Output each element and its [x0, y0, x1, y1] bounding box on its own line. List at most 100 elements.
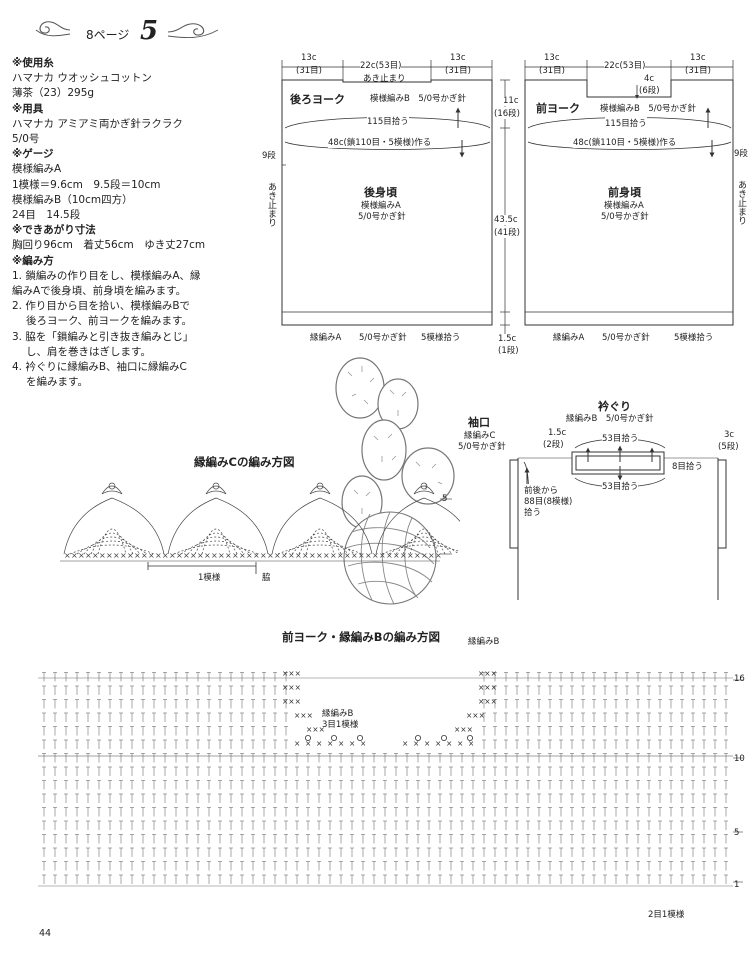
chart-c-stitch: × — [267, 551, 274, 560]
chart-c-shell — [101, 485, 123, 495]
instruction-line: ハマナカ アミアミ両かぎ針ラクラク — [12, 117, 183, 130]
front-pick: 115目拾う — [605, 117, 647, 129]
instruction-line: ハマナカ ウオッシュコットン — [12, 72, 152, 85]
chart-c-stitch: × — [239, 551, 246, 560]
sleeve-pick-3: 拾う — [524, 506, 542, 518]
edge-height-sub: (1段) — [498, 344, 519, 356]
back-dim-right: 13c — [450, 53, 466, 63]
front-neck-depth: 4c — [644, 74, 655, 84]
page-number: 44 — [39, 928, 52, 939]
chart-c-stitch: × — [274, 551, 281, 560]
chart-b-repeat-2: 3目1模様 — [322, 720, 359, 730]
chart-c-stitch: × — [155, 551, 162, 560]
collar-title: 衿ぐり — [598, 400, 631, 413]
chart-c-stitch: × — [134, 551, 141, 560]
pattern-number: 5 — [140, 16, 159, 46]
back-edge-pick: 5模様拾う — [421, 333, 461, 343]
chart-c-stitch: × — [148, 551, 155, 560]
chart-c-arc — [167, 497, 217, 555]
instruction-line: 3. 脇を「鎖編みと引き抜き編みとじ」 — [12, 330, 194, 343]
chart-b-row-16: 16 — [734, 674, 745, 684]
collar-height-sub: (2段) — [543, 440, 564, 450]
chart-b-neck-stitch: × — [327, 739, 333, 748]
front-yoke-pattern: 模様編みB 5/0号かぎ針 — [600, 104, 697, 114]
chart-c-stitch: × — [330, 551, 337, 560]
yoke-height-sub: (16段) — [494, 107, 520, 119]
chart-c-stitch: × — [141, 551, 148, 560]
chart-c-stitch: × — [85, 551, 92, 560]
instruction-line: 模様編みA — [12, 163, 62, 176]
front-chain: 48c(鎖110目・5模様)作る — [573, 136, 677, 148]
collar-height: 1.5c — [548, 428, 567, 438]
chart-b-row-10: 10 — [734, 754, 745, 764]
front-dim-center: 22c(53目) — [604, 59, 646, 71]
chart-c-stitch: × — [246, 551, 253, 560]
front-edge-pick: 5模様拾う — [674, 333, 714, 343]
back-side-open: あき止まり — [266, 182, 276, 227]
chart-c-stitch: × — [393, 551, 400, 560]
front-body-title: 前身頃 — [608, 186, 641, 199]
chart-c-stitch: × — [351, 551, 358, 560]
chart-b-picot — [356, 735, 363, 742]
chart-c-stitch: × — [197, 551, 204, 560]
chart-c-stitch: × — [183, 551, 190, 560]
chart-b-neck-stitch: × — [402, 739, 408, 748]
chart-c-arc — [284, 540, 356, 555]
chart-c-stitch: × — [260, 551, 267, 560]
chart-c-picot — [108, 482, 116, 490]
back-body-hook: 5/0号かぎ針 — [358, 212, 406, 222]
chart-c-stitch: × — [211, 551, 218, 560]
sleeve-height-sub: (5段) — [718, 442, 739, 452]
sleeve-height: 3c — [724, 430, 735, 440]
chart-c-stitch: × — [99, 551, 106, 560]
chart-c-arc — [277, 544, 363, 555]
instruction-line: 5/0号 — [12, 133, 40, 146]
back-chain: 48c(鎖110目・5模様)作る — [328, 136, 432, 148]
back-pick: 115目拾う — [367, 115, 409, 127]
yoke-height: 11c — [503, 96, 519, 106]
chart-c-stitch: × — [92, 551, 99, 560]
chart-c-arc — [76, 540, 148, 555]
header-flourish-right — [167, 23, 219, 39]
instruction-line: ※用具 — [12, 102, 44, 115]
back-dim-right-sub: (31目) — [445, 66, 471, 76]
body-height-sub: (41段) — [494, 226, 520, 238]
chart-c-stitch: × — [71, 551, 78, 560]
chart-b-picot — [414, 735, 421, 742]
chart-c-shell — [205, 485, 227, 495]
chart-b-neck-stitch: ××× — [478, 669, 497, 678]
instruction-line: 24目 14.5段 — [12, 209, 81, 222]
chart-c-stitch: × — [379, 551, 386, 560]
chart-c-diagram: ××××××××××××××××××××××××××××××××××××××××… — [60, 482, 460, 574]
chart-b-neck-stitch: × — [446, 739, 452, 748]
sleeve-pattern: 縁編みC — [464, 431, 496, 441]
chart-c-stitch: × — [435, 551, 442, 560]
sleeve-hook: 5/0号かぎ針 — [458, 442, 506, 452]
chart-c-stitch: × — [232, 551, 239, 560]
chart-c-stitch: × — [176, 551, 183, 560]
back-edge-a: 縁編みA — [310, 333, 342, 343]
chart-c-stitch: × — [204, 551, 211, 560]
chart-c-stitch: × — [64, 551, 71, 560]
chart-b-repeat-1: 縁編みB — [322, 709, 354, 719]
chart-b-neck-stitch: × — [360, 739, 366, 748]
chart-b-neck-stitch: × — [305, 739, 311, 748]
back-open-top: あき止まり — [363, 74, 406, 84]
chart-c-stitch: × — [78, 551, 85, 560]
collar-pick-side: 8目拾う — [672, 462, 703, 472]
sleeve-pick-2: 88目(8模様) — [524, 495, 573, 507]
chart-c-title: 縁編みCの編み方図 — [194, 455, 295, 469]
chart-c-stitch: × — [127, 551, 134, 560]
instruction-line: 薄茶（23）295g — [12, 87, 95, 100]
chart-c-arc — [215, 497, 269, 555]
chart-c-stitch: × — [309, 551, 316, 560]
chart-c-picot — [316, 482, 324, 490]
chart-c-stitch: × — [113, 551, 120, 560]
chart-c-stitch: × — [120, 551, 127, 560]
chart-c-arc — [97, 528, 127, 555]
chart-c-arc — [423, 497, 460, 522]
instruction-line: ※できあがり寸法 — [12, 224, 96, 237]
chart-c-arc — [291, 536, 349, 555]
chart-b-bottom-note: 2目1模様 — [648, 910, 685, 920]
chart-b-neck-stitch: × — [435, 739, 441, 748]
